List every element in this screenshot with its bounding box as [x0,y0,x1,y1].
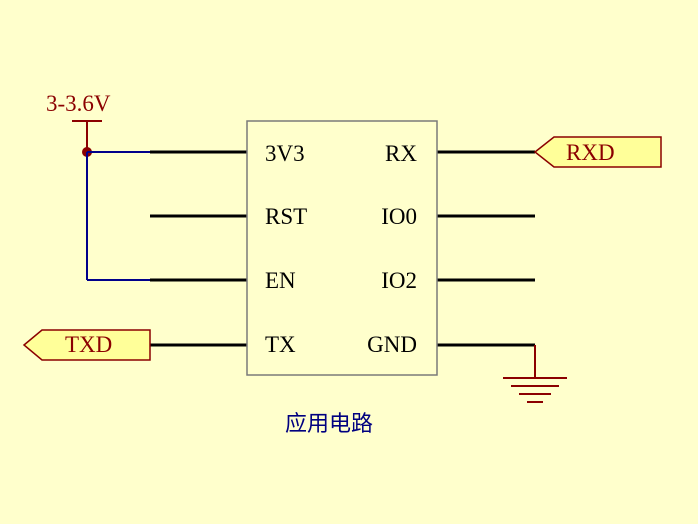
chip-left-labels: 3V3 RST EN TX [265,141,307,357]
pin-label-gnd: GND [367,332,417,357]
power-label: 3-3.6V [46,91,111,116]
rxd-port-label: RXD [566,140,615,165]
left-pin-lines [150,150,247,347]
pin-label-rst: RST [265,204,307,229]
txd-port: TXD [22,329,151,361]
pin-label-rx: RX [385,141,417,166]
rxd-port-shape [533,136,662,168]
pin-label-io0: IO0 [381,204,417,229]
txd-port-label: TXD [65,332,112,357]
pin-label-tx: TX [265,332,296,357]
power-wires [86,151,150,281]
txd-port-shape [22,329,151,361]
chip-right-labels: RX IO0 IO2 GND [367,141,417,357]
pin-label-io2: IO2 [381,268,417,293]
pin-label-en: EN [265,268,296,293]
right-pin-lines [437,150,535,347]
power-symbol: 3-3.6V [46,91,111,157]
pin-label-3v3: 3V3 [265,141,305,166]
chip-body [246,120,438,376]
ground-symbol [503,345,567,403]
rxd-port: RXD [533,136,662,168]
diagram-caption: 应用电路 [285,412,373,437]
